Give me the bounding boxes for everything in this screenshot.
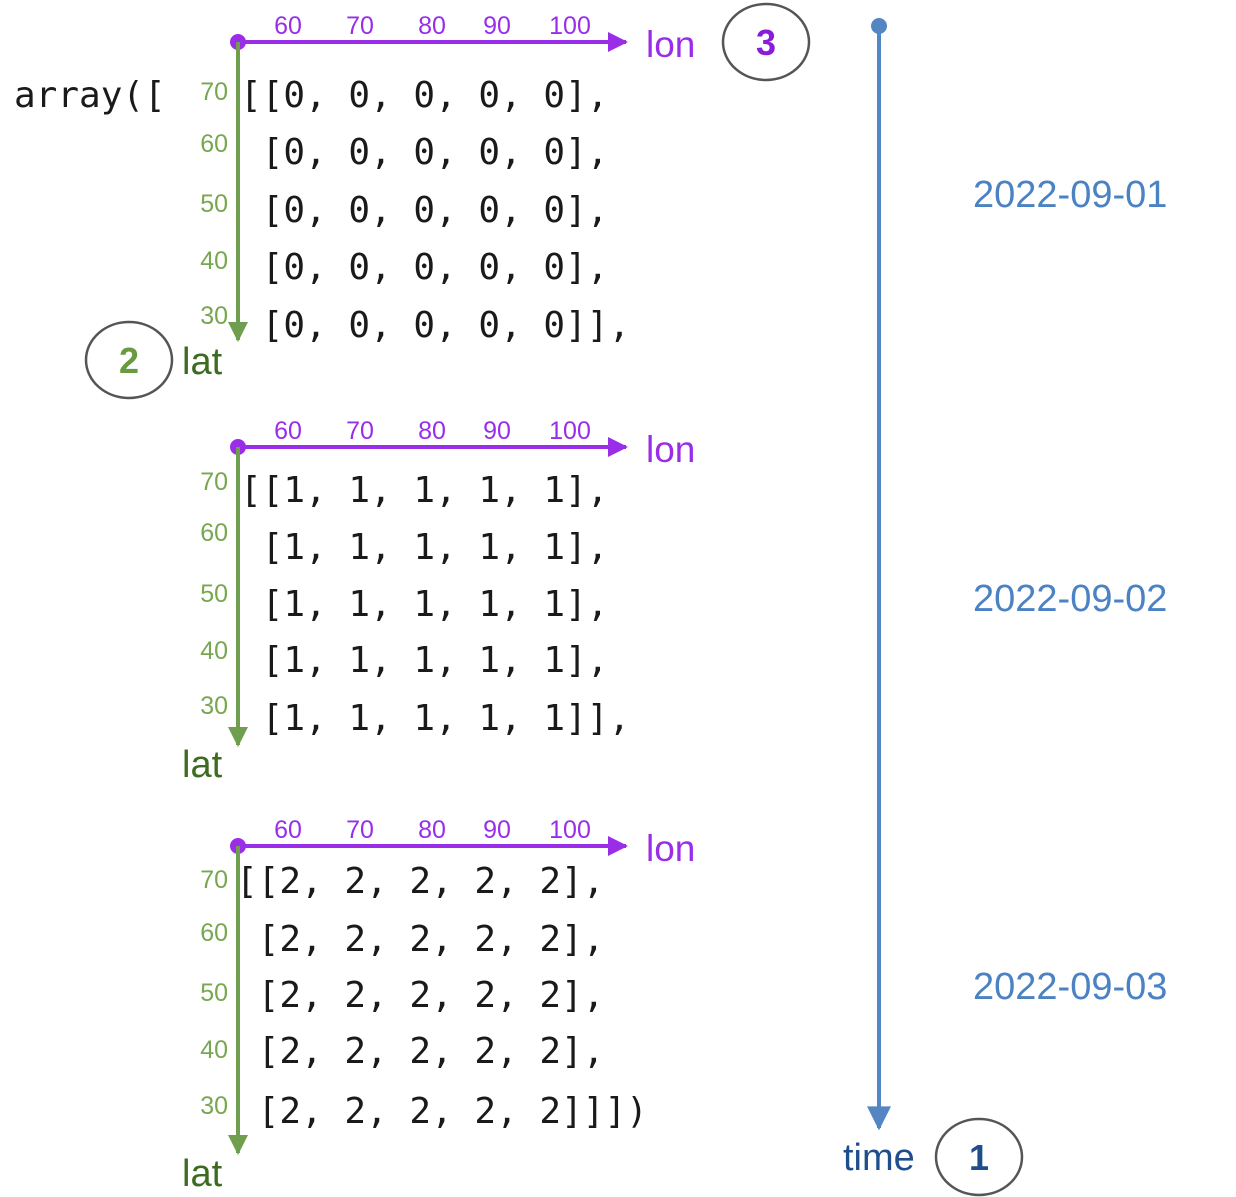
array-row: [2, 2, 2, 2, 2], — [236, 975, 604, 1016]
lon-axis-label: lon — [646, 828, 695, 869]
lon-tick-label: 80 — [418, 417, 446, 445]
lat-tick-label: 70 — [200, 468, 228, 496]
array-row: [2, 2, 2, 2, 2], — [236, 1031, 604, 1072]
time-axis-label: time — [843, 1137, 915, 1179]
lat-axis-label: lat — [182, 744, 223, 786]
lat-axis-label: lat — [182, 1153, 223, 1195]
lat-tick-label: 60 — [200, 519, 228, 547]
array-row: [[1, 1, 1, 1, 1], — [240, 470, 608, 511]
lon-tick-label: 100 — [549, 816, 591, 844]
time-date-label: 2022-09-02 — [973, 578, 1167, 620]
lon-axis-label: lon — [646, 429, 695, 470]
array-row: [1, 1, 1, 1, 1], — [240, 640, 608, 681]
lat-tick-label: 30 — [200, 692, 228, 720]
time-axis-origin — [871, 18, 887, 34]
lon-axis-label: lon — [646, 24, 695, 65]
badge-lon-number: 3 — [756, 22, 776, 63]
lon-tick-label: 100 — [549, 12, 591, 40]
badge-lat-number: 2 — [119, 340, 139, 381]
array-row: [0, 0, 0, 0, 0], — [240, 132, 608, 173]
array-row: [0, 0, 0, 0, 0]], — [240, 305, 630, 346]
lon-tick-label: 70 — [346, 816, 374, 844]
array-row: [0, 0, 0, 0, 0], — [240, 247, 608, 288]
lat-tick-label: 60 — [200, 919, 228, 947]
badge-lon-circle — [721, 2, 811, 82]
lat-tick-label: 60 — [200, 130, 228, 158]
lat-tick-label: 40 — [200, 1036, 228, 1064]
lat-tick-label: 50 — [200, 190, 228, 218]
lon-tick-label: 60 — [274, 12, 302, 40]
lat-tick-label: 50 — [200, 979, 228, 1007]
array-row: [[2, 2, 2, 2, 2], — [236, 861, 604, 902]
badge-time-circle — [934, 1117, 1024, 1197]
lat-tick-label: 30 — [200, 1092, 228, 1120]
lon-tick-label: 90 — [483, 12, 511, 40]
time-date-label: 2022-09-01 — [973, 174, 1167, 216]
lon-tick-label: 60 — [274, 816, 302, 844]
badge-time-number: 1 — [969, 1137, 989, 1178]
lat-tick-label: 50 — [200, 580, 228, 608]
lon-tick-label: 90 — [483, 417, 511, 445]
array-row: [2, 2, 2, 2, 2]]]) — [236, 1091, 648, 1132]
lon-tick-label: 80 — [418, 12, 446, 40]
array-row: [1, 1, 1, 1, 1]], — [240, 698, 630, 739]
array-row: [1, 1, 1, 1, 1], — [240, 584, 608, 625]
array-prefix: array([ — [14, 75, 166, 116]
lon-tick-label: 100 — [549, 417, 591, 445]
lon-tick-label: 70 — [346, 417, 374, 445]
array-row: [2, 2, 2, 2, 2], — [236, 919, 604, 960]
array-row: [1, 1, 1, 1, 1], — [240, 527, 608, 568]
lat-tick-label: 70 — [200, 866, 228, 894]
lat-tick-label: 40 — [200, 637, 228, 665]
time-date-label: 2022-09-03 — [973, 966, 1167, 1008]
lat-tick-label: 40 — [200, 247, 228, 275]
lon-tick-label: 70 — [346, 12, 374, 40]
lat-tick-label: 30 — [200, 302, 228, 330]
lon-tick-label: 90 — [483, 816, 511, 844]
array-row: [[0, 0, 0, 0, 0], — [240, 75, 608, 116]
lat-tick-label: 70 — [200, 78, 228, 106]
lon-tick-label: 60 — [274, 417, 302, 445]
badge-lat-circle — [84, 320, 174, 400]
lat-axis-label: lat — [182, 341, 223, 383]
array-row: [0, 0, 0, 0, 0], — [240, 190, 608, 231]
lon-tick-label: 80 — [418, 816, 446, 844]
